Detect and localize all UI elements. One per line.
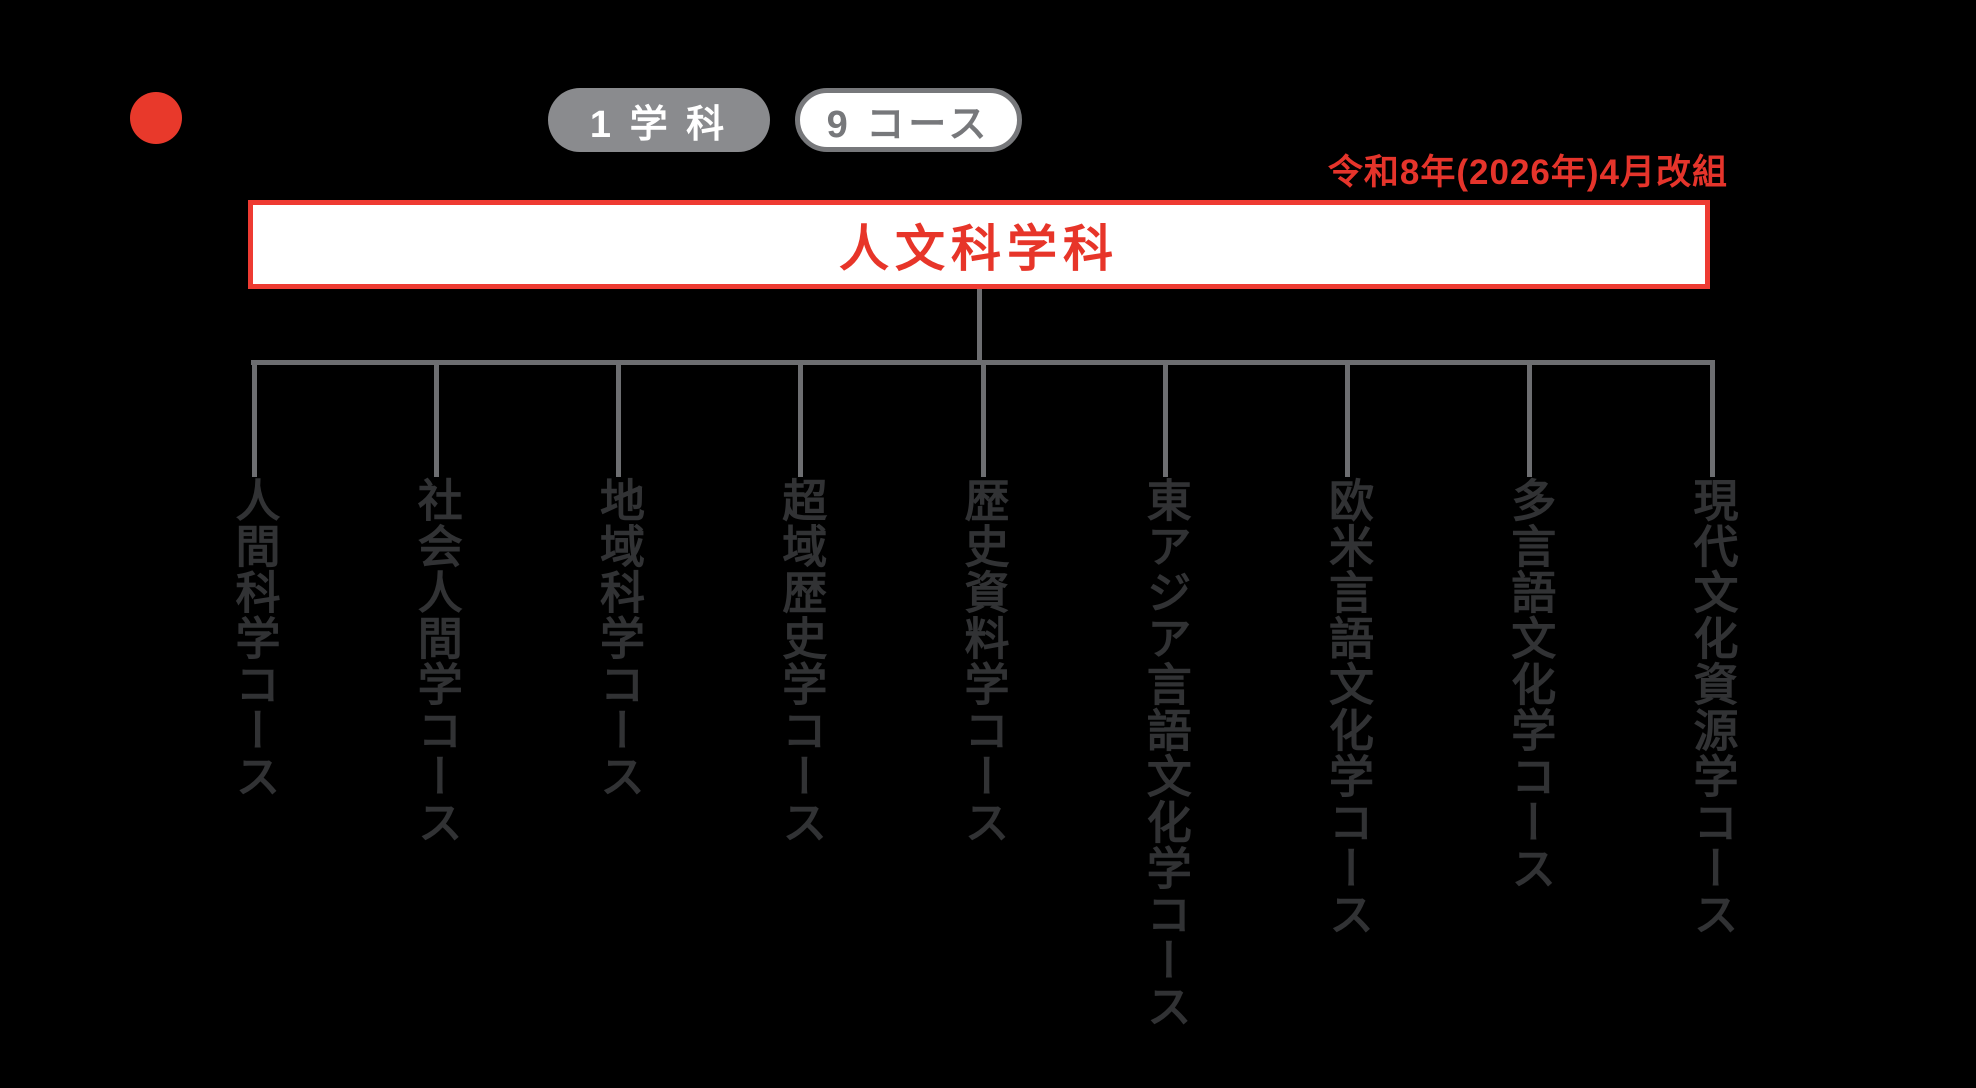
department-count-label: 1 学 科 <box>589 103 729 146</box>
connector-drop-line <box>1709 360 1715 477</box>
connector-trunk-line <box>977 289 982 363</box>
reorganization-note: 令和8年(2026年)4月改組 <box>1327 153 1728 192</box>
department-count-badge: 1 学 科 <box>548 88 770 152</box>
connector-drop-line <box>798 360 804 477</box>
course-label: 歴史資料学コース <box>957 477 1009 845</box>
course-label: 地域科学コース <box>593 477 644 799</box>
course-label: 現代文化資源学コース <box>1686 477 1738 937</box>
department-name: 人文科学科 <box>839 220 1119 277</box>
course-label: 人間科学コース <box>228 477 280 799</box>
course-column: 人間科学コース <box>209 360 299 799</box>
course-count-badge: 9 コース <box>795 88 1022 152</box>
course-column: 欧米言語文化学コース <box>1303 360 1393 937</box>
course-label: 東アジア言語文化学コース <box>1139 477 1191 1029</box>
course-column: 多言語文化学コース <box>1485 360 1575 891</box>
course-label: 欧米言語文化学コース <box>1322 477 1373 937</box>
red-bullet-icon <box>130 92 182 144</box>
connector-drop-line <box>433 360 439 477</box>
course-column: 社会人間学コース <box>391 360 481 845</box>
course-column: 現代文化資源学コース <box>1667 360 1757 937</box>
connector-drop-line <box>1162 360 1168 477</box>
connector-drop-line <box>1527 360 1533 477</box>
connector-drop-line <box>616 360 621 477</box>
connector-drop-line <box>1345 360 1350 477</box>
course-column: 東アジア言語文化学コース <box>1120 360 1210 1029</box>
course-column: 歴史資料学コース <box>938 360 1028 845</box>
course-count-label: 9 コース <box>826 103 991 146</box>
connector-drop-line <box>251 360 257 477</box>
course-column: 超域歴史学コース <box>756 360 846 845</box>
department-box: 人文科学科 <box>248 200 1710 289</box>
connector-drop-line <box>980 360 986 477</box>
course-label: 社会人間学コース <box>410 477 462 845</box>
course-label: 超域歴史学コース <box>775 477 827 845</box>
course-column: 地域科学コース <box>574 360 664 799</box>
course-label: 多言語文化学コース <box>1504 477 1556 891</box>
